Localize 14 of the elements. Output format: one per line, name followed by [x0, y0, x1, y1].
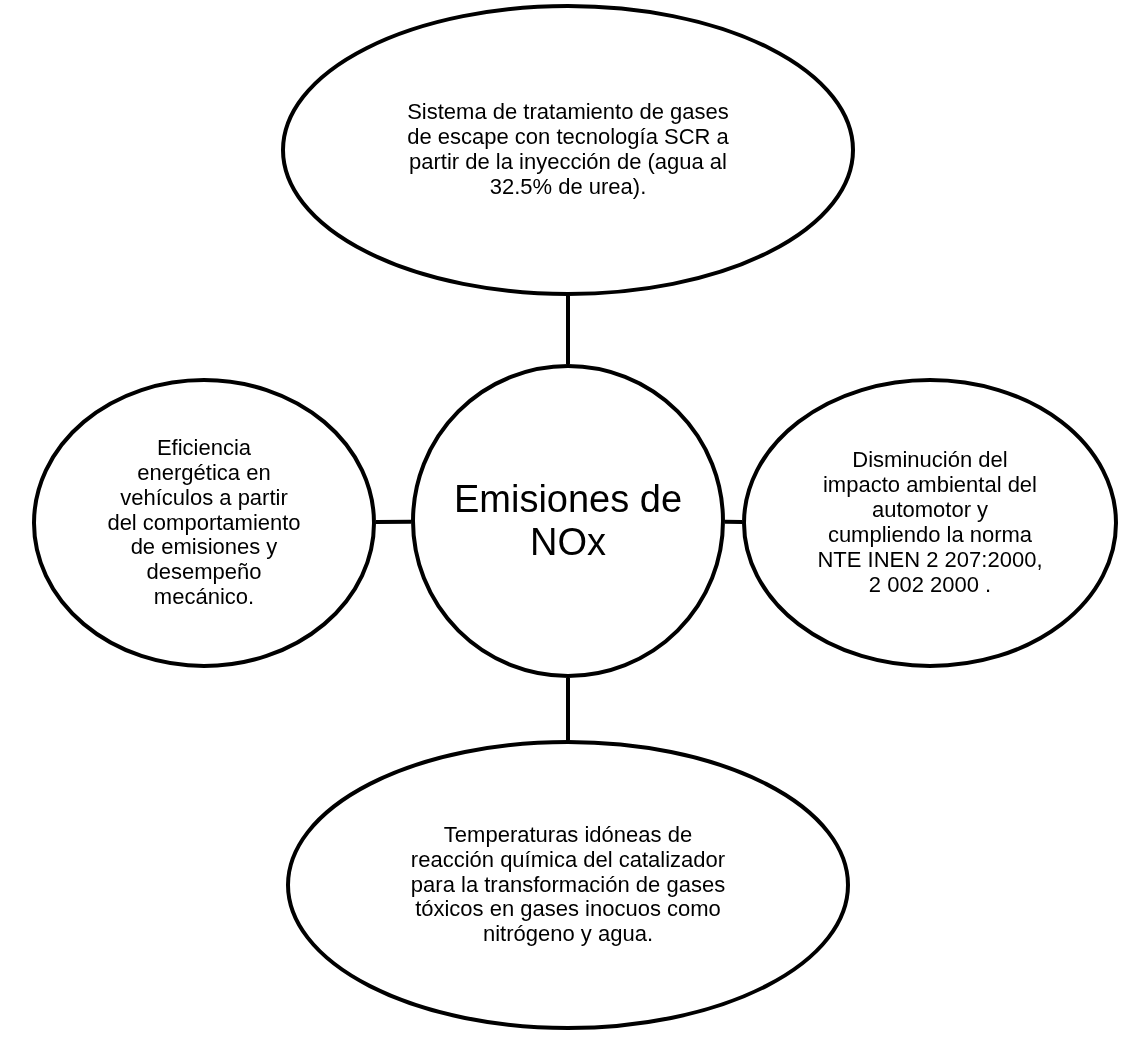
idea-ellipse	[286, 740, 850, 1030]
connector-line	[725, 519, 742, 524]
node-text: Eficiencia energética en vehículos a partir del comportamiento de emisiones y desempeño mecánico.	[106, 436, 302, 610]
node-text: Temperaturas idóneas de reacción química del catalizador para la transformación de gases tóxicos en gases inocuos como nitrógeno y agua.	[409, 822, 727, 948]
connector-line	[376, 519, 411, 525]
topic-circle	[411, 364, 725, 678]
idea-ellipse	[742, 378, 1118, 668]
connector-line	[566, 296, 570, 364]
idea-ellipse	[281, 4, 855, 296]
connector-line	[566, 678, 570, 740]
idea-ellipse	[32, 378, 376, 668]
node-text: Emisiones de NOx	[452, 478, 684, 564]
node-text: Disminución del impacto ambiental del automotor y cumpliendo la norma NTE INEN 2 207:2000, 2 002 2000 .	[816, 448, 1044, 598]
node-text: Sistema de tratamiento de gases de escape con tecnología SCR a partir de la inyección de (agua al 32.5% de urea).	[406, 100, 730, 200]
